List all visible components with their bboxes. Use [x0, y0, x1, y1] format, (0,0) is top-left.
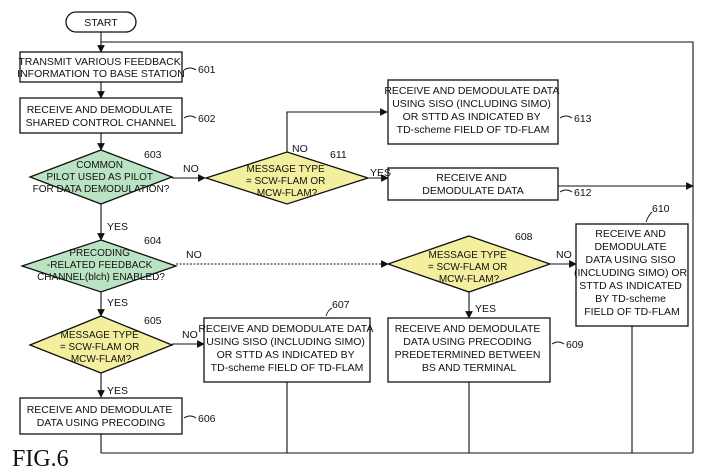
step-613-line-3: OR STTD AS INDICATED BY: [403, 111, 541, 123]
decision-608: MESSAGE TYPE = SCW-FLAM OR MCW-FLAM? 608: [388, 231, 550, 292]
step-607-line-3: OR STTD AS INDICATED BY: [217, 349, 355, 361]
decision-611: MESSAGE TYPE = SCW-FLAM OR MCW-FLAM? 611: [206, 149, 368, 204]
decision-608-ref: 608: [515, 231, 533, 243]
svg-text:RECEIVE AND DEMODULATE DATA: RECEIVE AND DEMODULATE DATA USING SISO (…: [198, 323, 375, 374]
decision-608-line-2: = SCW-FLAM OR: [428, 262, 508, 273]
step-613-line-2: USING SISO (INCLUDING SIMO): [392, 98, 551, 110]
step-602-line-2: SHARED CONTROL CHANNEL: [26, 117, 177, 129]
decision-604-ref: 604: [144, 235, 162, 247]
svg-text:COMMON PILOT USED AS PIL: COMMON PILOT USED AS PILOT FOR DATA DEMO…: [33, 160, 170, 195]
start-label: START: [84, 17, 118, 29]
decision-605-line-2: = SCW-FLAM OR: [60, 342, 140, 353]
step-607-line-4: TD-scheme FIELD OF TD-FLAM: [211, 362, 364, 374]
label-608-yes: YES: [475, 303, 496, 315]
step-610-line-4: (INCLUDING SIMO) OR: [574, 267, 688, 279]
label-611-yes: YES: [370, 167, 391, 179]
svg-text:RECEIVE AND DEMODULATE D: RECEIVE AND DEMODULATE DATA USING PRECOD…: [27, 404, 176, 429]
step-609-line-3: PREDETERMINED BETWEEN: [395, 349, 541, 361]
svg-text:RECEIVE AND DEMODULATE DATA: RECEIVE AND DEMODULATE DATA USING SISO (…: [384, 85, 561, 136]
step-610-line-2: DEMODULATE: [594, 241, 666, 253]
step-610-line-1: RECEIVE AND: [595, 228, 666, 240]
decision-611-line-1: MESSAGE TYPE: [247, 164, 326, 175]
decision-603-line-1: COMMON: [76, 160, 123, 171]
step-612-line-2: DEMODULATE DATA: [422, 185, 524, 197]
decision-608-line-3: MCW-FLAM?: [439, 274, 500, 285]
label-604-no: NO: [186, 249, 202, 261]
step-607-line-1: RECEIVE AND DEMODULATE DATA: [198, 323, 373, 335]
step-607: RECEIVE AND DEMODULATE DATA USING SISO (…: [198, 299, 375, 382]
svg-text:MESSAGE TYPE = SCW-FLAM: MESSAGE TYPE = SCW-FLAM OR MCW-FLAM?: [246, 164, 328, 199]
svg-text:MESSAGE TYPE = SCW-FLAM: MESSAGE TYPE = SCW-FLAM OR MCW-FLAM?: [60, 330, 142, 365]
decision-604-line-1: PRECODING: [69, 248, 130, 259]
step-609: RECEIVE AND DEMODULATE DATA USING PRECOD…: [388, 318, 584, 382]
step-606-line-1: RECEIVE AND DEMODULATE: [27, 404, 173, 416]
step-602-line-1: RECEIVE AND DEMODULATE: [27, 104, 173, 116]
decision-604-line-3: CHANNEL(blch) ENABLED?: [37, 272, 165, 283]
step-610-line-7: FIELD OF TD-FLAM: [584, 306, 679, 318]
decision-603: COMMON PILOT USED AS PILOT FOR DATA DEMO…: [30, 149, 172, 204]
decision-605-line-3: MCW-FLAM?: [71, 354, 132, 365]
decision-611-line-3: MCW-FLAM?: [257, 188, 318, 199]
label-605-yes: YES: [107, 385, 128, 397]
step-606-line-2: DATA USING PRECODING: [37, 417, 166, 429]
step-613-line-1: RECEIVE AND DEMODULATE DATA: [384, 85, 559, 97]
decision-611-line-2: = SCW-FLAM OR: [246, 176, 326, 187]
step-607-line-2: USING SISO (INCLUDING SIMO): [206, 336, 365, 348]
step-612-line-1: RECEIVE AND: [436, 172, 507, 184]
svg-text:RECEIVE AND DEMODULATE S: RECEIVE AND DEMODULATE SHARED CONTROL CH…: [26, 104, 177, 129]
decision-605: MESSAGE TYPE = SCW-FLAM OR MCW-FLAM? 605: [30, 315, 172, 373]
step-612: RECEIVE AND DEMODULATE DATA 612: [388, 168, 592, 200]
step-609-line-2: DATA USING PRECODING: [403, 336, 532, 348]
step-613-ref: 613: [574, 113, 592, 125]
step-612-ref: 612: [574, 187, 592, 199]
svg-text:RECEIVE AND DEMODULATE D: RECEIVE AND DEMODULATE DATA: [422, 172, 524, 197]
step-601: TRANSMIT VARIOUS FEEDBACK INFORMATION TO…: [17, 52, 215, 82]
step-602: RECEIVE AND DEMODULATE SHARED CONTROL CH…: [20, 98, 216, 133]
label-611-no: NO: [292, 143, 308, 155]
step-606-ref: 606: [198, 413, 216, 425]
step-609-line-1: RECEIVE AND DEMODULATE: [395, 323, 541, 335]
svg-text:TRANSMIT VARIOUS FEEDBACK: TRANSMIT VARIOUS FEEDBACK INFORMATION TO…: [17, 56, 185, 80]
step-610-line-3: DATA USING SISO: [586, 254, 676, 266]
step-609-ref: 609: [566, 339, 584, 351]
start-terminal: START: [66, 12, 136, 32]
step-610-line-5: STTD AS INDICATED: [579, 280, 682, 292]
decision-603-line-3: FOR DATA DEMODULATION?: [33, 184, 170, 195]
step-609-line-4: BS AND TERMINAL: [422, 362, 516, 374]
step-601-ref: 601: [198, 64, 216, 76]
step-607-ref: 607: [332, 299, 350, 311]
svg-text:MESSAGE TYPE = SCW-FLAM: MESSAGE TYPE = SCW-FLAM OR MCW-FLAM?: [428, 250, 510, 285]
decision-605-ref: 605: [144, 315, 162, 327]
decision-603-line-2: PILOT USED AS PILOT: [46, 172, 152, 183]
decision-605-line-1: MESSAGE TYPE: [61, 330, 140, 341]
decision-608-line-1: MESSAGE TYPE: [429, 250, 508, 261]
step-613: RECEIVE AND DEMODULATE DATA USING SISO (…: [384, 80, 591, 144]
label-604-yes: YES: [107, 297, 128, 309]
step-606: RECEIVE AND DEMODULATE DATA USING PRECOD…: [20, 398, 216, 434]
decision-603-ref: 603: [144, 149, 162, 161]
label-605-no: NO: [182, 329, 198, 341]
step-610-ref: 610: [652, 203, 670, 215]
label-603-yes: YES: [107, 221, 128, 233]
label-608-no: NO: [556, 249, 572, 261]
step-602-ref: 602: [198, 113, 216, 125]
decision-604-line-2: -RELATED FEEDBACK: [47, 260, 153, 271]
figure-label: FIG.6: [12, 446, 69, 472]
step-610: RECEIVE AND DEMODULATE DATA USING SISO (…: [574, 203, 690, 326]
decision-611-ref: 611: [330, 149, 347, 161]
step-601-line-1: TRANSMIT VARIOUS FEEDBACK: [18, 56, 180, 68]
label-603-no: NO: [183, 163, 199, 175]
svg-text:PRECODING -RELATED FEEDB: PRECODING -RELATED FEEDBACK CHANNEL(blch…: [37, 248, 165, 283]
step-601-line-2: INFORMATION TO BASE STATION: [17, 68, 185, 80]
step-610-line-6: BY TD-scheme: [595, 293, 666, 305]
decision-604: PRECODING -RELATED FEEDBACK CHANNEL(blch…: [22, 235, 176, 292]
step-613-line-4: TD-scheme FIELD OF TD-FLAM: [397, 124, 550, 136]
